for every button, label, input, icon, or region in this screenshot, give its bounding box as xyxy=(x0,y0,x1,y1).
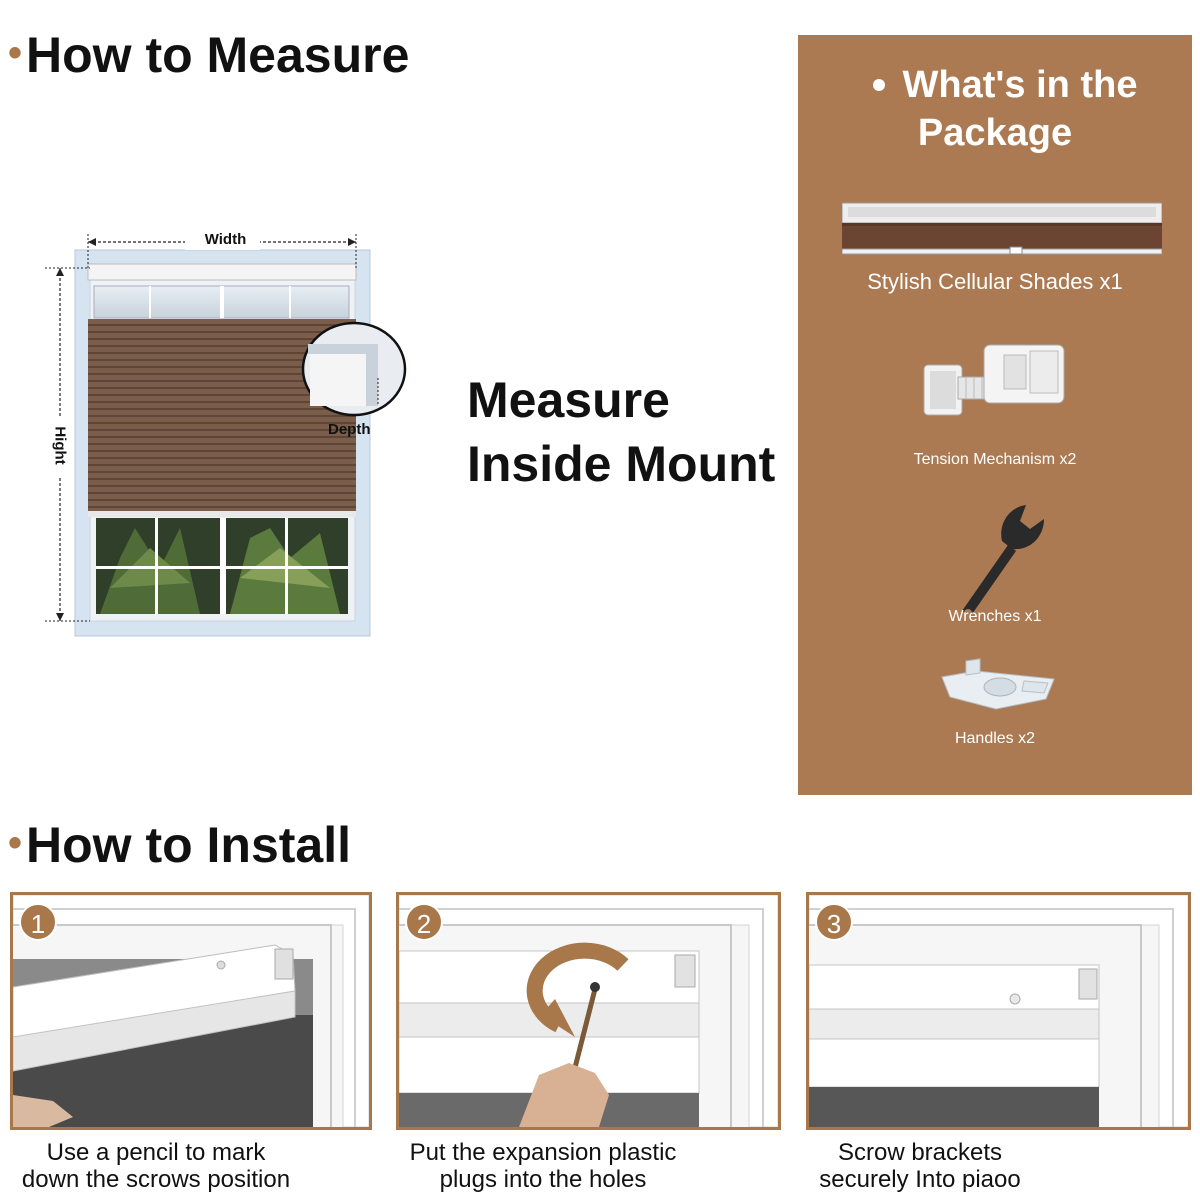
package-title: What's in the Package xyxy=(798,61,1192,157)
install-step-3-photo: 3 xyxy=(806,892,1191,1130)
step-3-illustration xyxy=(809,895,1188,1127)
head-rail xyxy=(87,263,357,281)
step-3-caption-line-1: Scrow brackets xyxy=(837,1139,1003,1166)
package-item-wrench: Wrenches x1 xyxy=(948,608,1042,625)
how-to-measure-heading: •How to Measure xyxy=(8,26,409,84)
handle-icon xyxy=(941,658,1055,710)
bullet-icon xyxy=(872,79,885,91)
step-2-number-badge: 2 xyxy=(405,903,443,941)
depth-label: Depth xyxy=(328,421,371,438)
package-panel: What's in the Package Stylish Cellular S… xyxy=(798,35,1192,795)
step-1-caption-line-2: down the scrows position xyxy=(21,1166,291,1193)
step-3-number-badge: 3 xyxy=(815,903,853,941)
install-step-2-photo: 2 xyxy=(396,892,781,1130)
step-2-illustration xyxy=(399,895,778,1127)
wrench-icon xyxy=(962,505,1044,617)
package-title-line-1: What's in the xyxy=(902,64,1138,106)
package-title-line-2: Package xyxy=(917,112,1073,154)
package-item-handles: Handles x2 xyxy=(954,730,1036,747)
step-1-number-badge: 1 xyxy=(19,903,57,941)
step-2-caption-line-2: plugs into the holes xyxy=(439,1166,647,1193)
width-label: Width xyxy=(204,231,247,248)
step-1-caption: Use a pencil to mark down the scrows pos… xyxy=(16,1139,296,1193)
step-3-caption: Scrow brackets securely Into piaoo xyxy=(810,1139,1030,1193)
bullet-icon: • xyxy=(8,821,23,865)
height-label: Hight xyxy=(51,426,69,465)
mount-line-2: Inside Mount xyxy=(467,436,776,492)
window-measure-diagram xyxy=(45,232,407,637)
install-step-1-photo: 1 xyxy=(10,892,372,1130)
how-to-install-heading: •How to Install xyxy=(8,816,351,874)
step-2-caption: Put the expansion plastic plugs into the… xyxy=(400,1139,686,1193)
mount-type-text: Measure Inside Mount xyxy=(467,368,797,496)
step-3-caption-line-2: securely Into piaoo xyxy=(819,1166,1021,1193)
step-2-caption-line-1: Put the expansion plastic xyxy=(409,1139,677,1166)
package-item-tension: Tension Mechanism x2 xyxy=(913,451,1077,468)
how-to-measure-text: How to Measure xyxy=(26,27,410,83)
shade-rail-icon xyxy=(842,202,1162,255)
step-1-caption-line-1: Use a pencil to mark xyxy=(46,1139,266,1166)
how-to-install-text: How to Install xyxy=(26,817,352,873)
mount-line-1: Measure xyxy=(467,372,670,428)
package-item-shades: Stylish Cellular Shades x1 xyxy=(867,269,1123,294)
bullet-icon: • xyxy=(8,31,23,75)
tension-mechanism-icon xyxy=(923,344,1065,416)
step-1-illustration xyxy=(13,895,369,1127)
